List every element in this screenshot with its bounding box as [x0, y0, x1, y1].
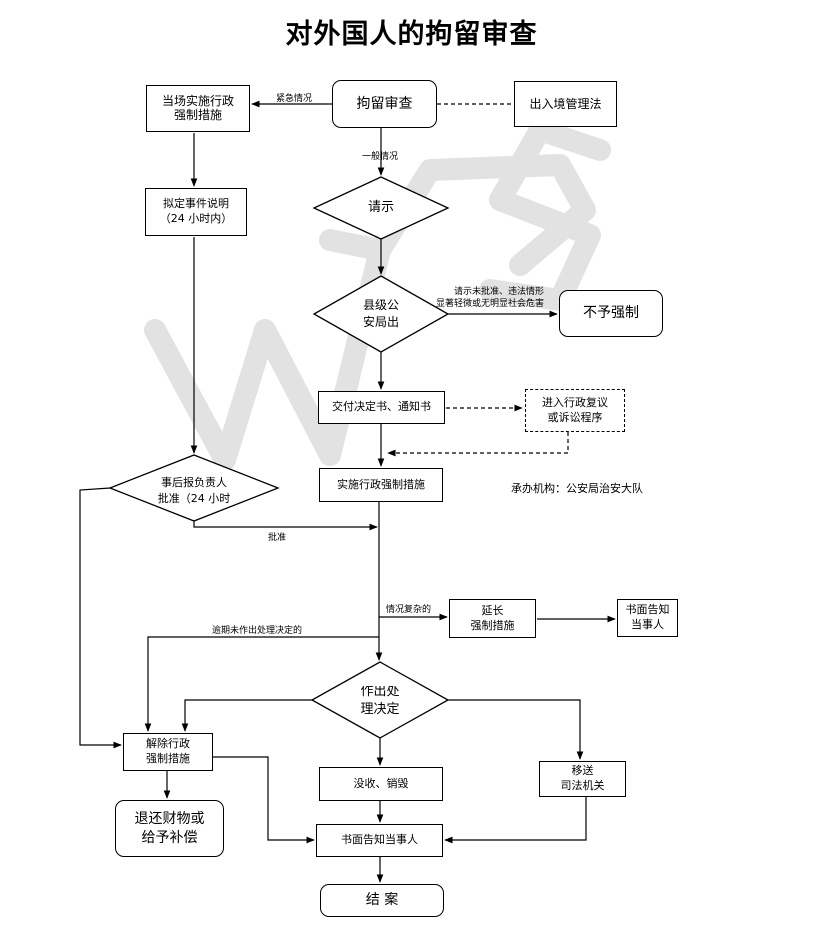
draft-explanation-node[interactable]: 拟定事件说明 （24 小时内）: [145, 188, 247, 236]
not-approved-label-1: 请示未批准、违法情形: [454, 287, 545, 297]
onsite-measures-node[interactable]: 当场实施行政 强制措施: [146, 85, 250, 132]
no-enforcement-node[interactable]: 不予强制: [559, 290, 663, 337]
deliver-notice-node[interactable]: 交付决定书、通知书: [318, 391, 445, 424]
review-litigation-node[interactable]: 进入行政复议 或诉讼程序: [525, 389, 625, 432]
general-label: 一般情况: [362, 152, 399, 162]
report-approval-label: 事后报负责人 批准（24 小时: [157, 476, 231, 505]
approved-label: 批准: [268, 533, 287, 543]
county-bureau-label: 县级公 安局出: [362, 298, 399, 329]
transfer-judicial-node[interactable]: 移送 司法机关: [539, 761, 626, 797]
agency-label: 承办机构：公安局治安大队: [511, 482, 643, 495]
complex-label: 情况复杂的: [386, 605, 432, 615]
implement-measures-node[interactable]: 实施行政强制措施: [319, 468, 443, 502]
urgent-label: 紧急情况: [276, 94, 313, 104]
extend-measures-node[interactable]: 延长 强制措施: [449, 599, 536, 638]
close-case-node[interactable]: 结 案: [320, 884, 444, 917]
page-title: 对外国人的拘留审查: [285, 19, 538, 50]
return-property-node[interactable]: 退还财物或 给予补偿: [115, 800, 224, 857]
request-label: 请示: [367, 200, 394, 216]
detention-review-node[interactable]: 拘留审查: [332, 80, 437, 128]
make-decision-label: 作出处 理决定: [360, 686, 400, 716]
not-approved-label-2: 显著轻微或无明显社会危害: [436, 299, 545, 309]
overdue-label: 逾期未作出处理决定的: [212, 626, 303, 636]
written-notice-node-2[interactable]: 书面告知当事人: [316, 824, 443, 857]
exit-entry-law-node[interactable]: 出入境管理法: [514, 81, 617, 127]
lift-measures-node[interactable]: 解除行政 强制措施: [123, 733, 213, 771]
written-notice-node-1[interactable]: 书面告知 当事人: [617, 599, 678, 637]
confiscate-destroy-node[interactable]: 没收、销毁: [319, 767, 443, 801]
